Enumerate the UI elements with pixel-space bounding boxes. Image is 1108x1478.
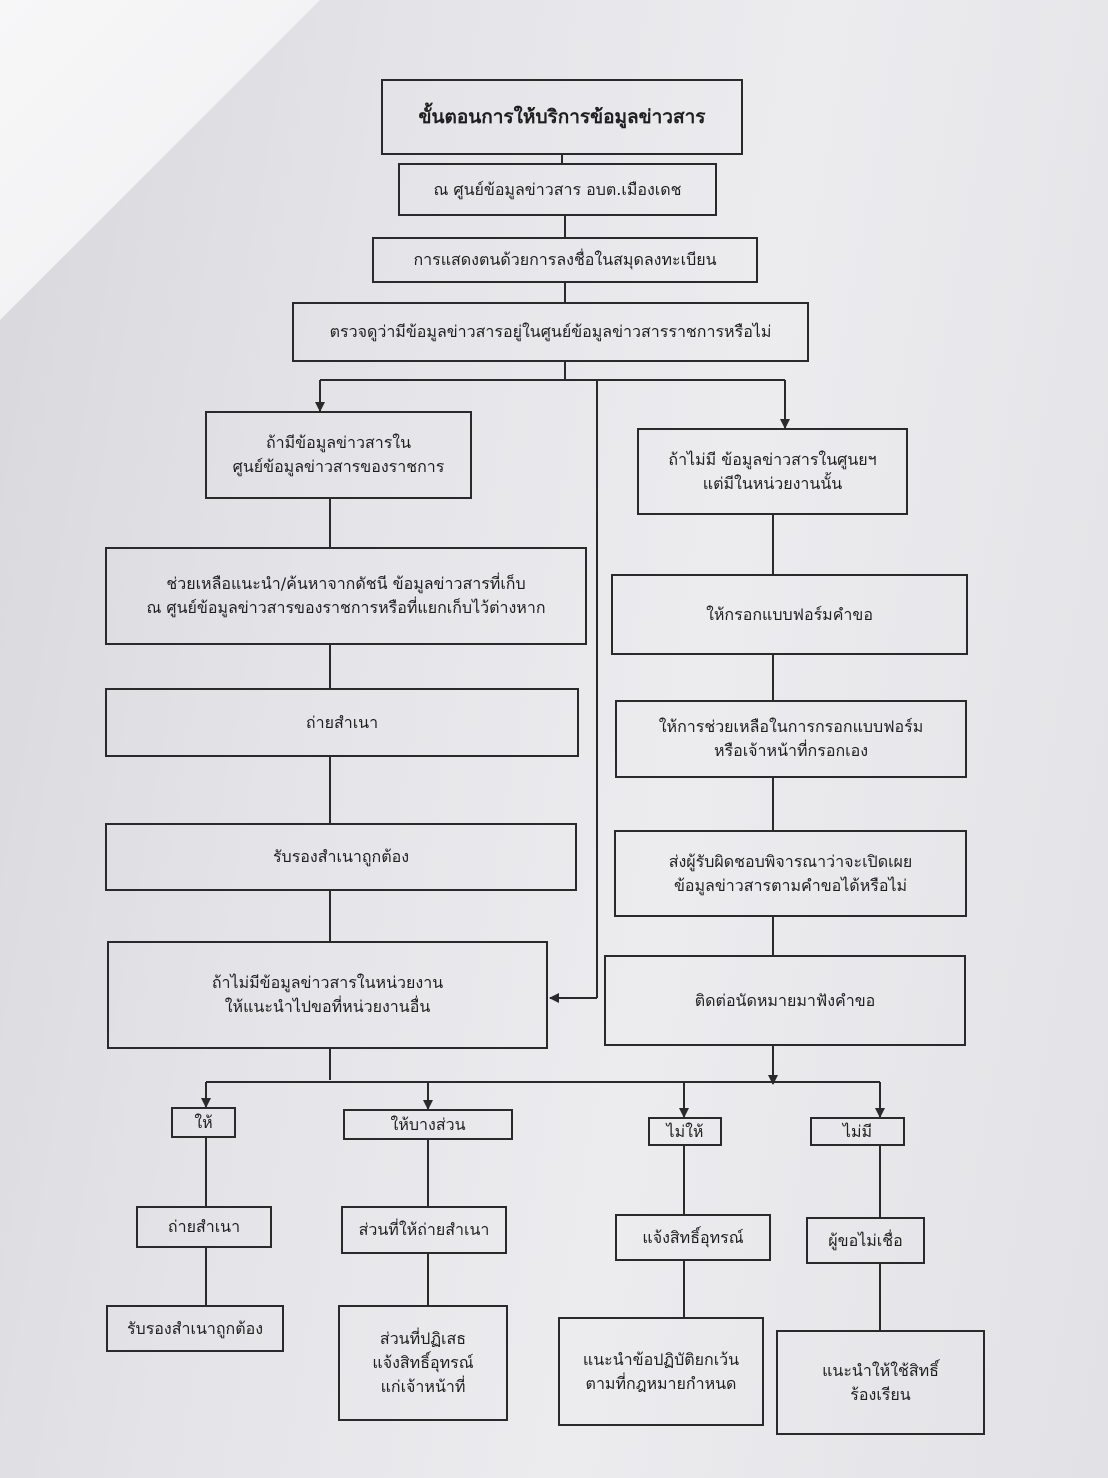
flowchart-title-text: ขั้นตอนการให้บริการข้อมูลข่าวสาร bbox=[418, 105, 706, 128]
outcome-partial-refuse: ส่วนที่ปฏิเสธ แจ้งสิทธิ์อุทรณ์ แก่เจ้าหน… bbox=[338, 1305, 508, 1421]
box-help-fill: ให้การช่วยเหลือในการกรอกแบบฟอร์ม หรือเจ้… bbox=[615, 700, 967, 778]
box-appointment-text: ติดต่อนัดหมายมาฟังคำขอ bbox=[694, 990, 876, 1010]
outcome-deny-label-text: ไม่ให้ bbox=[666, 1121, 704, 1141]
box-has-info: ถ้ามีข้อมูลข่าวสารใน ศูนย์ข้อมูลข่าวสารข… bbox=[205, 411, 472, 499]
step-identify-text: การแสดงตนด้วยการลงชื่อในสมุดลงทะเบียน bbox=[413, 250, 717, 269]
outcome-deny-advise-text: แนะนำข้อปฏิบัติยกเว้น ตามที่กฎหมายกำหนด bbox=[582, 1349, 740, 1393]
outcome-none-distrust: ผู้ขอไม่เชื่อ bbox=[806, 1217, 925, 1264]
box-appointment: ติดต่อนัดหมายมาฟังคำขอ bbox=[604, 955, 966, 1046]
outcome-deny-label: ไม่ให้ bbox=[648, 1117, 722, 1146]
step-check-text: ตรวจดูว่ามีข้อมูลข่าวสารอยู่ในศูนย์ข้อมู… bbox=[329, 322, 772, 341]
box-has-info-text: ถ้ามีข้อมูลข่าวสารใน ศูนย์ข้อมูลข่าวสารข… bbox=[232, 433, 445, 476]
box-assist-search-text: ช่วยเหลือแนะนำ/ค้นหาจากดัชนี ข้อมูลข่าวส… bbox=[146, 574, 546, 617]
outcome-partial-copy: ส่วนที่ให้ถ่ายสำเนา bbox=[341, 1206, 507, 1254]
outcome-give-certify-text: รับรองสำเนาถูกต้อง bbox=[126, 1318, 264, 1338]
step-center: ณ ศูนย์ข้อมูลข่าวสาร อบต.เมืองเดช bbox=[398, 163, 717, 216]
outcome-partial-copy-text: ส่วนที่ให้ถ่ายสำเนา bbox=[358, 1220, 490, 1239]
box-send-consider: ส่งผู้รับผิดชอบพิจารณาว่าจะเปิดเผย ข้อมู… bbox=[614, 830, 967, 917]
outcome-give-copy-text: ถ่ายสำเนา bbox=[167, 1217, 241, 1236]
box-left-certify: รับรองสำเนาถูกต้อง bbox=[105, 823, 577, 891]
box-fill-form: ให้กรอกแบบฟอร์มคำขอ bbox=[611, 574, 968, 655]
outcome-partial-refuse-text: ส่วนที่ปฏิเสธ แจ้งสิทธิ์อุทรณ์ แก่เจ้าหน… bbox=[372, 1329, 474, 1396]
box-assist-search: ช่วยเหลือแนะนำ/ค้นหาจากดัชนี ข้อมูลข่าวส… bbox=[105, 547, 587, 645]
step-identify: การแสดงตนด้วยการลงชื่อในสมุดลงทะเบียน bbox=[372, 237, 758, 283]
outcome-give-copy: ถ่ายสำเนา bbox=[136, 1206, 272, 1248]
outcome-deny-appeal-text: แจ้งสิทธิ์อุทรณ์ bbox=[642, 1227, 744, 1247]
outcome-deny-appeal: แจ้งสิทธิ์อุทรณ์ bbox=[615, 1214, 771, 1261]
box-help-fill-text: ให้การช่วยเหลือในการกรอกแบบฟอร์ม หรือเจ้… bbox=[658, 717, 924, 760]
outcome-none-label: ไม่มี bbox=[810, 1117, 905, 1146]
outcome-partial-label: ให้บางส่วน bbox=[343, 1109, 513, 1140]
flowchart-title: ขั้นตอนการให้บริการข้อมูลข่าวสาร bbox=[381, 79, 743, 155]
step-center-text: ณ ศูนย์ข้อมูลข่าวสาร อบต.เมืองเดช bbox=[433, 179, 682, 199]
outcome-give-label-text: ให้ bbox=[194, 1112, 213, 1132]
box-no-info-refer-text: ถ้าไม่มีข้อมูลข่าวสารในหน่วยงาน ให้แนะนำ… bbox=[211, 973, 444, 1016]
box-not-in-center-text: ถ้าไม่มี ข้อมูลข่าวสารในศูนยฯ แต่มีในหน่… bbox=[668, 449, 877, 493]
outcome-none-complain: แนะนำให้ใช้สิทธิ์ ร้องเรียน bbox=[776, 1330, 985, 1435]
outcome-deny-advise: แนะนำข้อปฏิบัติยกเว้น ตามที่กฎหมายกำหนด bbox=[558, 1317, 764, 1426]
box-fill-form-text: ให้กรอกแบบฟอร์มคำขอ bbox=[706, 604, 873, 624]
outcome-none-label-text: ไม่มี bbox=[842, 1121, 873, 1141]
box-left-certify-text: รับรองสำเนาถูกต้อง bbox=[272, 847, 410, 866]
box-not-in-center: ถ้าไม่มี ข้อมูลข่าวสารในศูนยฯ แต่มีในหน่… bbox=[637, 428, 908, 515]
outcome-partial-label-text: ให้บางส่วน bbox=[390, 1114, 466, 1134]
outcome-none-distrust-text: ผู้ขอไม่เชื่อ bbox=[828, 1230, 903, 1250]
step-check: ตรวจดูว่ามีข้อมูลข่าวสารอยู่ในศูนย์ข้อมู… bbox=[292, 302, 809, 362]
box-no-info-refer: ถ้าไม่มีข้อมูลข่าวสารในหน่วยงาน ให้แนะนำ… bbox=[107, 941, 548, 1049]
box-send-consider-text: ส่งผู้รับผิดชอบพิจารณาว่าจะเปิดเผย ข้อมู… bbox=[668, 851, 913, 895]
outcome-none-complain-text: แนะนำให้ใช้สิทธิ์ ร้องเรียน bbox=[822, 1360, 939, 1404]
box-left-copy: ถ่ายสำเนา bbox=[105, 688, 579, 757]
outcome-give-certify: รับรองสำเนาถูกต้อง bbox=[106, 1305, 284, 1352]
box-left-copy-text: ถ่ายสำเนา bbox=[305, 712, 379, 732]
outcome-give-label: ให้ bbox=[171, 1107, 236, 1138]
